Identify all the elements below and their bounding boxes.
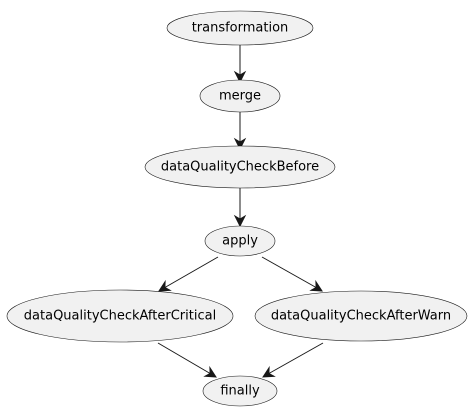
arrowhead: [233, 137, 247, 151]
edge-line: [163, 256, 219, 289]
node-label: dataQualityCheckAfterWarn: [271, 309, 451, 324]
node-apply: apply: [204, 225, 276, 257]
edge-dq-critical-to-finally: [157, 342, 217, 378]
edge-apply-to-dq-warn: [261, 256, 323, 292]
arrowhead: [233, 214, 247, 228]
arrowhead: [158, 279, 172, 292]
node-ellipse: [6, 289, 234, 343]
node-label: merge: [219, 89, 261, 104]
arrowhead: [262, 365, 276, 378]
edge-dq-warn-to-finally: [262, 342, 324, 378]
arrowhead: [233, 70, 247, 84]
node-dq-before: dataQualityCheckBefore: [144, 145, 336, 189]
edge-transformation-to-merge: [233, 45, 247, 84]
node-finally: finally: [202, 375, 278, 407]
node-transformation: transformation: [166, 10, 314, 46]
node-ellipse: [202, 375, 278, 407]
edge-dq-before-to-apply: [233, 188, 247, 228]
node-label: dataQualityCheckBefore: [161, 160, 319, 175]
edge-merge-to-dq-before: [233, 112, 247, 151]
edge-apply-to-dq-critical: [158, 256, 219, 292]
node-label: finally: [220, 384, 260, 399]
edge-line: [267, 342, 324, 375]
arrowhead: [203, 365, 217, 378]
node-dq-after-critical: dataQualityCheckAfterCritical: [6, 289, 234, 343]
edges: [157, 45, 324, 378]
node-ellipse: [204, 225, 276, 257]
node-ellipse: [166, 10, 314, 46]
node-label: transformation: [192, 21, 289, 36]
node-ellipse: [199, 79, 281, 113]
edge-line: [157, 342, 212, 375]
node-label: dataQualityCheckAfterCritical: [24, 309, 216, 324]
arrowhead: [309, 279, 323, 292]
node-ellipse: [144, 145, 336, 189]
node-ellipse: [254, 290, 468, 342]
node-merge: merge: [199, 79, 281, 113]
nodes: transformation merge dataQualityCheckBef…: [6, 10, 468, 407]
node-dq-after-warn: dataQualityCheckAfterWarn: [254, 290, 468, 342]
node-label: apply: [222, 234, 258, 249]
edge-line: [261, 256, 318, 289]
